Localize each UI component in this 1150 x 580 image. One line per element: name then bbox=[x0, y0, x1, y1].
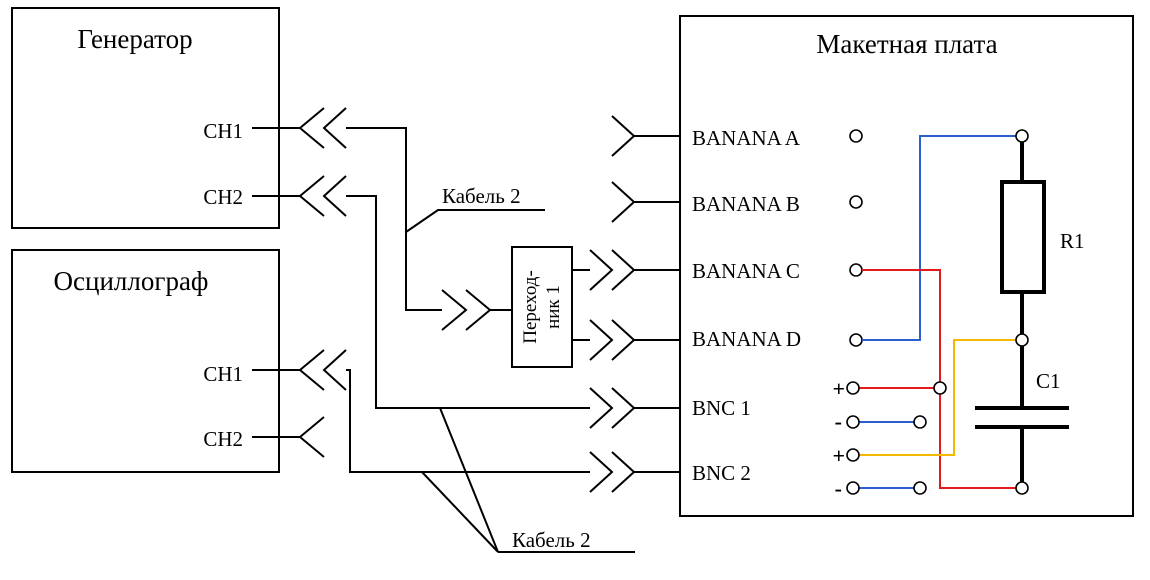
blue-wire-d-top bbox=[862, 135, 1016, 341]
blue-junction-node-2 bbox=[913, 481, 927, 495]
banana-a-label: BANANA A bbox=[692, 126, 801, 150]
cable-gen-ch1-to-adapter bbox=[346, 127, 442, 311]
cable-bottom-label: Кабель 2 bbox=[512, 528, 591, 552]
bnc2-plus-sign: + bbox=[832, 443, 845, 468]
cable-osc-ch1-to-bnc2 bbox=[346, 369, 590, 473]
yellow-wire-bnc2-plus bbox=[847, 339, 1016, 456]
banana-d-plug bbox=[589, 319, 680, 361]
adapter-frame bbox=[511, 246, 573, 368]
generator-ch1-label: CH1 bbox=[203, 119, 243, 143]
r1-label: R1 bbox=[1060, 229, 1085, 253]
generator-ch2-label: CH2 bbox=[203, 185, 243, 209]
red-junction-node bbox=[933, 381, 947, 395]
banana-d-label: BANANA D bbox=[692, 327, 801, 351]
bnc1-minus-sign: - bbox=[835, 409, 842, 434]
banana-b-socket bbox=[611, 181, 680, 223]
gen-ch2-plug bbox=[252, 175, 347, 217]
adapter-label-line1: Переход- bbox=[520, 270, 541, 344]
cable-gen-ch2-to-bnc1 bbox=[346, 195, 590, 409]
r1-top-node bbox=[1015, 129, 1029, 143]
resistor-r1 bbox=[1000, 180, 1046, 294]
generator-title: Генератор bbox=[77, 24, 192, 54]
bnc1-label: BNC 1 bbox=[692, 396, 751, 420]
c1-bottom-node bbox=[1015, 481, 1029, 495]
adapter-label-line2: ник 1 bbox=[543, 285, 564, 329]
bnc1-plug bbox=[589, 387, 680, 429]
osc-ch1-plug bbox=[252, 349, 347, 391]
osc-ch2-socket bbox=[252, 416, 325, 458]
banana-d-terminal bbox=[849, 333, 863, 347]
bnc1-plus-sign: + bbox=[832, 376, 845, 401]
oscilloscope-ch1-label: CH1 bbox=[203, 362, 243, 386]
blue-junction-node-1 bbox=[913, 415, 927, 429]
banana-b-label: BANANA B bbox=[692, 192, 800, 216]
connectors bbox=[252, 107, 680, 493]
bnc2-plug bbox=[589, 451, 680, 493]
adapter-input-plug bbox=[441, 289, 512, 331]
oscilloscope-ch2-label: CH2 bbox=[203, 427, 243, 451]
bnc1-plus-terminal bbox=[846, 381, 860, 395]
breadboard-title: Макетная плата bbox=[816, 29, 997, 59]
bnc2-plus-terminal bbox=[846, 448, 860, 462]
oscilloscope-block: Осциллограф CH1 CH2 bbox=[11, 249, 280, 473]
banana-b-terminal bbox=[849, 195, 863, 209]
bnc2-minus-terminal bbox=[846, 481, 860, 495]
c1-label: C1 bbox=[1036, 369, 1061, 393]
generator-block: Генератор CH1 CH2 bbox=[11, 7, 280, 229]
bnc1-minus-terminal bbox=[846, 415, 860, 429]
banana-a-socket bbox=[611, 115, 680, 157]
red-wire-c-bottom bbox=[862, 269, 1016, 489]
gen-ch1-plug bbox=[252, 107, 347, 149]
breadboard-frame bbox=[679, 15, 1134, 517]
banana-c-plug bbox=[589, 249, 680, 291]
banana-c-terminal bbox=[849, 263, 863, 277]
bnc2-label: BNC 2 bbox=[692, 461, 751, 485]
cable-bottom-leader bbox=[421, 407, 635, 553]
oscilloscope-frame bbox=[11, 249, 280, 473]
bnc2-minus-sign: - bbox=[835, 476, 842, 501]
adapter-output-leads bbox=[572, 269, 590, 341]
cable-top-leader bbox=[405, 209, 545, 233]
cable-top-label: Кабель 2 bbox=[442, 184, 521, 208]
banana-a-terminal bbox=[849, 129, 863, 143]
generator-frame bbox=[11, 7, 280, 229]
cables: Кабель 2 Кабель 2 bbox=[346, 127, 635, 553]
adapter-block: Переход- ник 1 bbox=[511, 246, 573, 368]
banana-c-label: BANANA C bbox=[692, 259, 800, 283]
rc-middle-node bbox=[1015, 333, 1029, 347]
breadboard-block: Макетная плата BANANA A BANANA B BANANA … bbox=[679, 15, 1134, 517]
oscilloscope-title: Осциллограф bbox=[54, 266, 209, 296]
